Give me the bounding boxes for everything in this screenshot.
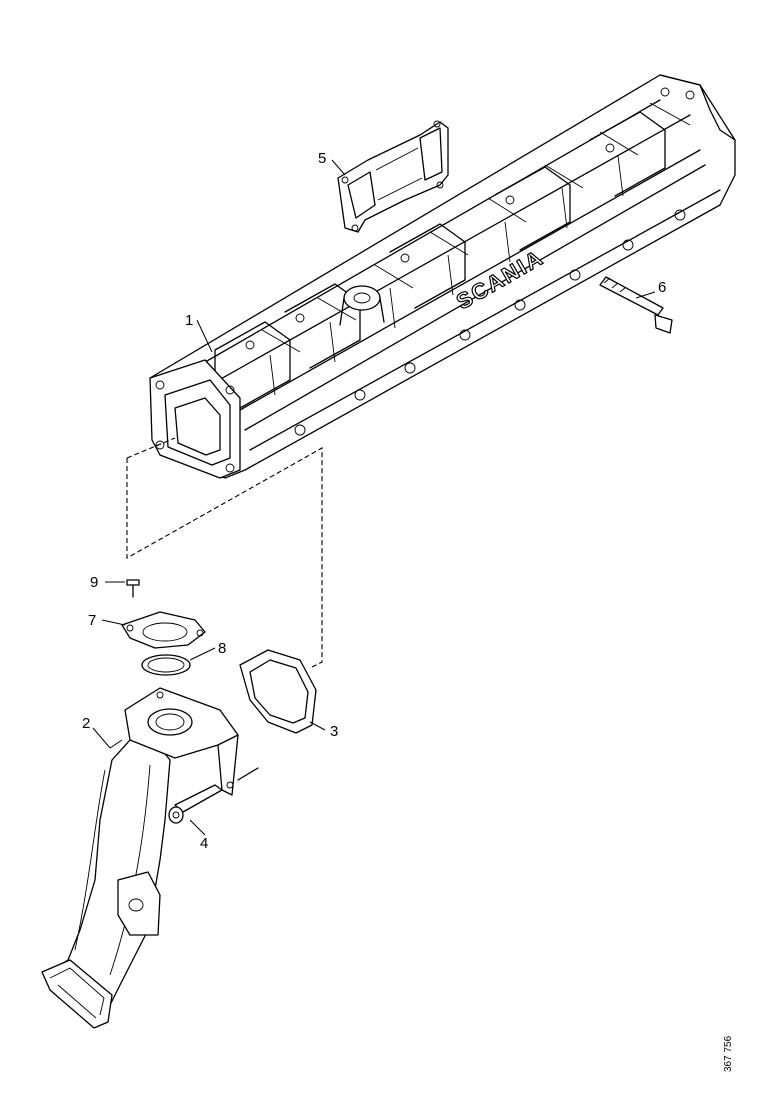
screw-9: [126, 579, 140, 598]
leader-lines: [92, 159, 656, 836]
callout-5: 5: [318, 150, 326, 167]
callout-4: 4: [200, 835, 208, 852]
callout-6: 6: [658, 279, 666, 296]
cover-plate-7: [121, 611, 206, 649]
bolt-6: [599, 276, 673, 334]
upper-gasket: [337, 120, 449, 233]
callout-2: 2: [82, 715, 90, 732]
inlet-pipe-2: [41, 687, 239, 1029]
callout-1: 1: [185, 312, 193, 329]
flange-gasket-3: [239, 649, 317, 734]
callout-7: 7: [88, 612, 96, 629]
o-ring-8: [141, 654, 191, 676]
callout-labels: 1 2 3 4 5 6 7 8 9: [82, 150, 666, 852]
bracket-4: [168, 767, 259, 824]
alignment-dashed-lines: [126, 437, 323, 669]
callout-9: 9: [90, 574, 98, 591]
callout-3: 3: [330, 723, 338, 740]
callout-8: 8: [218, 640, 226, 657]
intake-manifold: SCANIA: [149, 74, 736, 479]
drawing-reference-number: 367 756: [723, 1035, 734, 1072]
